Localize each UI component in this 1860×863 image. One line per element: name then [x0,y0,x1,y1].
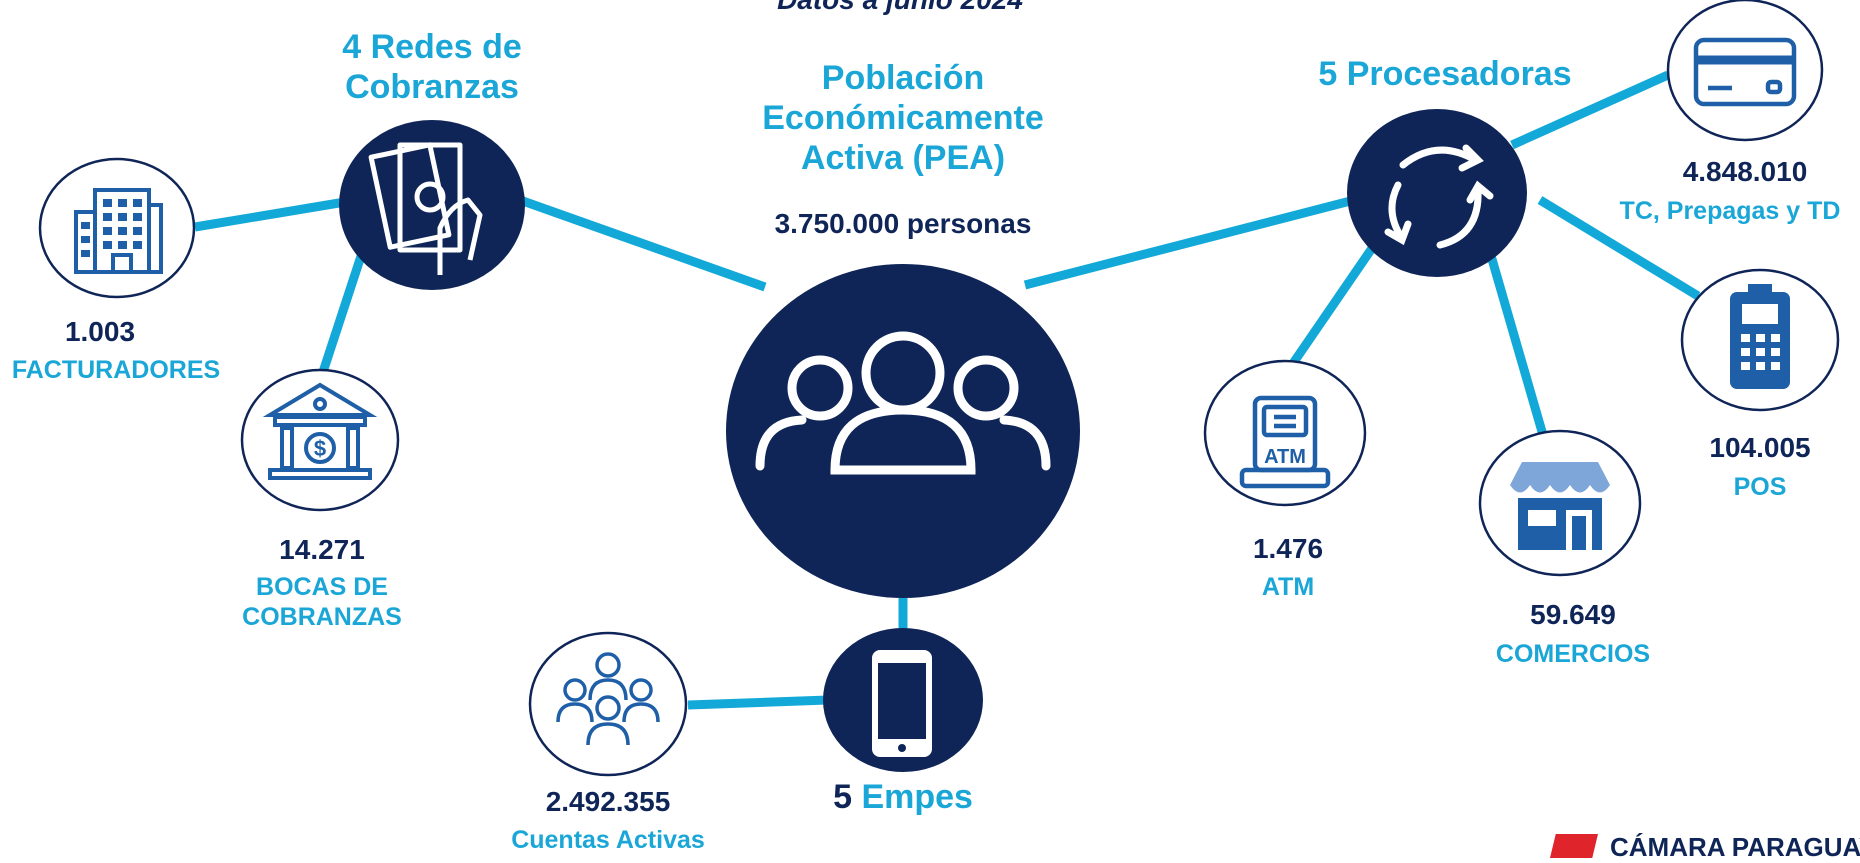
tarjetas-node [1666,0,1824,142]
empes-title-word: Empes [861,778,973,816]
svg-text:ATM: ATM [1264,446,1306,468]
logo-mark-icon [1550,834,1598,858]
cash-hand-icon [368,142,483,275]
cuentas-node [528,631,688,777]
storefront-icon [1510,462,1610,550]
cobranzas-title-line1: 4 Redes de [342,28,522,66]
center-title-line2: Económicamente [762,99,1044,138]
atm-node: ATM [1203,359,1367,507]
bocas-label: BOCAS DE COBRANZAS [222,573,422,632]
comercios-node [1478,429,1642,577]
facturadores-value: 1.003 [64,316,136,347]
people-group-icon [755,331,1051,475]
cuentas-label: Cuentas Activas [511,826,705,854]
atm-icon [1239,395,1331,489]
tarjetas-label: TC, Prepagas y TD [1619,197,1841,225]
camara-logo: CÁMARA PARAGUAYA [1550,828,1860,862]
link-empes-cuentas [687,695,829,710]
procesadoras-node [1347,109,1527,277]
users-group-icon [556,652,660,746]
comercios-value: 59.649 [1530,599,1616,630]
link-procesadoras-comercios [1480,233,1550,444]
link-cobranzas-bocas [317,248,368,377]
bocas-value: 14.271 [279,534,365,565]
credit-card-icon [1693,37,1797,107]
atm-label: ATM [1261,573,1315,601]
center-title-line1: Población [821,59,985,97]
bocas-label-line2: COBRANZAS [242,602,402,631]
pos-terminal-icon [1730,284,1790,389]
link-center-cobranzas [518,195,767,292]
bocas-node: $ [240,368,400,512]
procesadoras-title: 5 Procesadoras [1318,55,1572,93]
center-title: Población Económicamente Activa (PEA) [703,58,1103,178]
logo-text: CÁMARA PARAGUAYA [1610,832,1860,862]
bank-icon [262,382,378,480]
dollar-sign-icon: $ [314,436,326,461]
cobranzas-title-line2: Cobranzas [345,68,519,107]
empes-title-number: 5 [833,778,852,816]
mobile-phone-icon [872,650,932,757]
atm-value: 1.476 [1252,533,1324,564]
link-procesadoras-tarjetas [1510,70,1670,150]
cobranzas-node [339,120,525,290]
cobranzas-title: 4 Redes de Cobranzas [282,27,582,107]
tarjetas-value: 4.848.010 [1682,156,1808,187]
facturadores-label: FACTURADORES [11,356,221,384]
center-value: 3.750.000 personas [774,208,1032,239]
office-building-icon [74,188,163,274]
center-title-line3: Activa (PEA) [800,139,1006,178]
link-cobranzas-facturadores [194,197,346,232]
facturadores-node [38,157,196,299]
cuentas-value: 2.492.355 [545,786,671,817]
empes-node [823,628,983,772]
center-node [726,264,1080,598]
bocas-label-line1: BOCAS DE [256,573,388,601]
empes-title: 5 Empes [803,777,1003,817]
link-center-procesadoras [1023,193,1364,290]
pos-label: POS [1733,473,1787,501]
comercios-label: COMERCIOS [1495,640,1651,668]
link-procesadoras-pos [1537,196,1701,300]
header-subtitle: Datos a junio 2024 [700,0,1100,16]
pos-node [1680,268,1840,412]
refresh-cycle-icon [1384,144,1494,249]
pos-value: 104.005 [1709,432,1811,463]
